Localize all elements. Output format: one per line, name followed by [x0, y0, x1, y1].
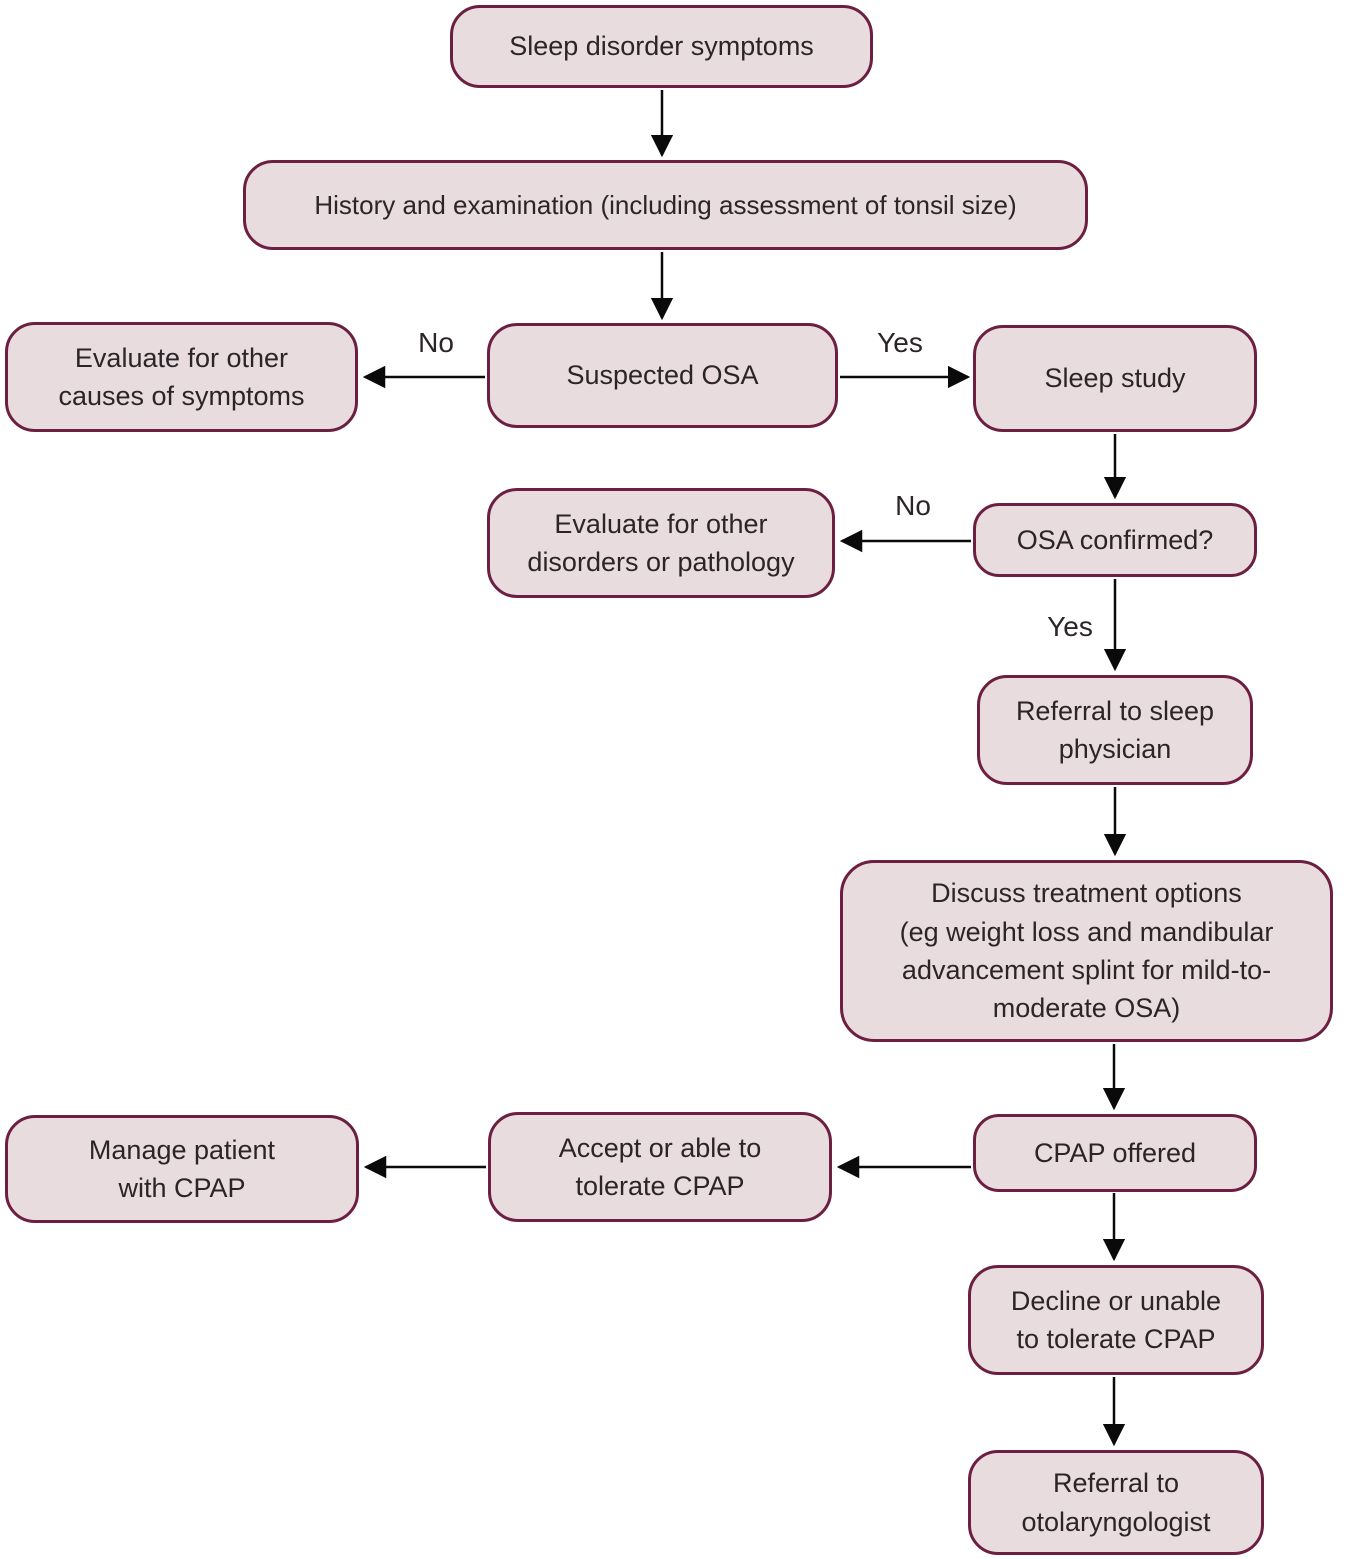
- node-label: Suspected OSA: [566, 360, 759, 391]
- node-label: Sleep disorder symptoms: [509, 31, 814, 62]
- node-referral-sleep-physician: Referral to sleep physician: [977, 675, 1253, 785]
- node-label: Manage patient with CPAP: [88, 1134, 276, 1203]
- edge-label-suspected-yes: Yes: [877, 327, 923, 358]
- edge-label-confirmed-no: No: [895, 490, 931, 521]
- node-evaluate-other-causes: Evaluate for other causes of symptoms: [5, 322, 358, 432]
- node-label: Sleep study: [1044, 363, 1186, 394]
- edge-label-confirmed-yes: Yes: [1047, 611, 1093, 642]
- node-label: Discuss treatment options (eg weight los…: [899, 878, 1274, 1024]
- node-suspected-osa: Suspected OSA: [487, 323, 838, 428]
- node-sleep-disorder-symptoms: Sleep disorder symptoms: [450, 5, 873, 88]
- edge-label-suspected-no: No: [418, 327, 454, 358]
- node-referral-otolaryngologist: Referral to otolaryngologist: [968, 1450, 1264, 1555]
- node-decline-cpap: Decline or unable to tolerate CPAP: [968, 1265, 1264, 1375]
- node-label: Accept or able to tolerate CPAP: [558, 1132, 762, 1201]
- node-label: OSA confirmed?: [1016, 524, 1214, 555]
- node-label: Referral to otolaryngologist: [1021, 1468, 1211, 1537]
- node-accept-tolerate-cpap: Accept or able to tolerate CPAP: [488, 1112, 832, 1222]
- node-label: Evaluate for other causes of symptoms: [58, 342, 305, 411]
- node-history-examination: History and examination (including asses…: [243, 160, 1088, 250]
- node-evaluate-other-disorders: Evaluate for other disorders or patholog…: [487, 488, 835, 598]
- node-sleep-study: Sleep study: [973, 325, 1257, 432]
- node-manage-with-cpap: Manage patient with CPAP: [5, 1115, 359, 1223]
- node-discuss-treatment-options: Discuss treatment options (eg weight los…: [840, 860, 1333, 1042]
- node-label: CPAP offered: [1033, 1137, 1197, 1168]
- node-label: Evaluate for other disorders or patholog…: [527, 508, 795, 577]
- node-label: Referral to sleep physician: [1015, 695, 1215, 764]
- node-label: History and examination (including asses…: [314, 189, 1017, 220]
- node-label: Decline or unable to tolerate CPAP: [1010, 1285, 1222, 1354]
- node-osa-confirmed: OSA confirmed?: [973, 503, 1257, 577]
- node-cpap-offered: CPAP offered: [973, 1114, 1257, 1192]
